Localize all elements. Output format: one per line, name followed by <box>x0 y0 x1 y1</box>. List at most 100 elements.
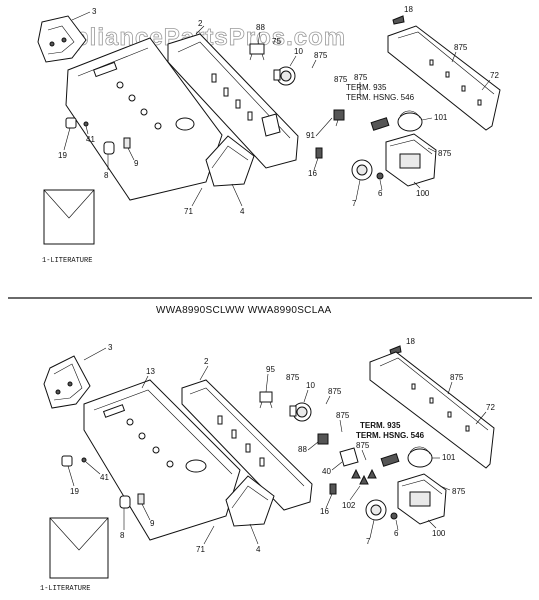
label-875c-b: 875 <box>450 373 464 382</box>
label-7b: 7 <box>366 537 371 546</box>
label-16b: 16 <box>320 507 329 516</box>
literature-label-top: 1-LITERATURE <box>42 257 92 265</box>
label-2: 2 <box>198 19 203 28</box>
grommet-16-part[interactable] <box>315 147 323 159</box>
label-19: 19 <box>58 151 67 160</box>
label-875a-b: 875 <box>286 373 300 382</box>
top-assembly: 3 2 88 75 <box>37 5 501 265</box>
label-18: 18 <box>404 5 413 14</box>
label-18b: 18 <box>406 337 415 346</box>
label-2b: 2 <box>204 357 209 366</box>
label-71: 71 <box>184 207 193 216</box>
label-71b: 71 <box>196 545 205 554</box>
label-term-hsng: TERM. HSNG. 546 <box>346 93 415 102</box>
label-8: 8 <box>104 171 109 180</box>
literature-envelope-1[interactable] <box>43 189 95 245</box>
timer-housing-100-part[interactable] <box>385 133 437 187</box>
knob-19-part[interactable] <box>65 117 77 129</box>
grommet-16-part-b[interactable] <box>329 483 337 495</box>
label-875f-b: 875 <box>452 487 466 496</box>
label-91: 91 <box>306 131 315 140</box>
label-875b: 875 <box>454 43 468 52</box>
switch-88-part[interactable] <box>249 43 265 61</box>
control-panel-part-b[interactable] <box>83 379 241 541</box>
button-9-part-b[interactable] <box>137 493 145 505</box>
bottom-assembly: 3 13 2 95 875 <box>40 337 495 593</box>
timer-housing-100-part-b[interactable] <box>397 473 447 525</box>
label-95: 95 <box>266 365 275 374</box>
nut-6-part[interactable] <box>376 172 384 180</box>
label-6: 6 <box>378 189 383 198</box>
label-10: 10 <box>294 47 303 56</box>
nut-6-part-b[interactable] <box>390 512 398 520</box>
label-8b: 8 <box>120 531 125 540</box>
button-9-part[interactable] <box>123 137 131 149</box>
rear-panel-72-part-b[interactable] <box>369 351 495 469</box>
timer-10-part[interactable] <box>273 66 296 86</box>
control-panel-part[interactable] <box>65 37 223 201</box>
label-41: 41 <box>86 135 95 144</box>
label-13: 13 <box>146 367 155 376</box>
label-9: 9 <box>134 159 139 168</box>
label-3: 3 <box>92 7 97 16</box>
label-4b: 4 <box>256 545 261 554</box>
console-bracket-part[interactable] <box>167 33 299 169</box>
label-7: 7 <box>352 199 357 208</box>
clip-41-part[interactable] <box>83 121 89 127</box>
knob-19-part-b[interactable] <box>61 455 73 467</box>
label-term: TERM. 935 <box>346 83 387 92</box>
label-10b: 10 <box>306 381 315 390</box>
label-88b: 88 <box>298 445 307 454</box>
label-3b: 3 <box>108 343 113 352</box>
rear-panel-72-part[interactable] <box>387 25 501 131</box>
end-cap-4-part-b[interactable] <box>225 475 275 527</box>
label-101b: 101 <box>442 453 456 462</box>
label-4: 4 <box>240 207 245 216</box>
label-875c: 875 <box>354 73 368 82</box>
clip-41-part-b[interactable] <box>81 457 87 463</box>
label-40: 40 <box>322 467 331 476</box>
motor-101-part[interactable] <box>397 110 423 132</box>
label-88: 88 <box>256 23 265 32</box>
label-875d: 875 <box>334 75 348 84</box>
button-8-part-b[interactable] <box>119 495 131 509</box>
label-75: 75 <box>272 37 281 46</box>
label-100: 100 <box>416 189 430 198</box>
harness-102-part[interactable] <box>351 468 377 485</box>
motor-101-part-b[interactable] <box>407 446 433 468</box>
label-875e-b: 875 <box>356 441 370 450</box>
label-6b: 6 <box>394 529 399 538</box>
knob-7-part-b[interactable] <box>365 499 387 521</box>
label-875e: 875 <box>438 149 452 158</box>
switch-88-part-b[interactable] <box>317 433 329 445</box>
switch-40-part[interactable] <box>339 447 359 467</box>
screw-18-b[interactable] <box>389 345 402 355</box>
literature-envelope-2[interactable] <box>49 517 109 579</box>
label-term-hsng-b: TERM. HSNG. 546 <box>356 431 425 440</box>
label-term-b: TERM. 935 <box>360 421 401 430</box>
model-heading: WWA8990SCLWW WWA8990SCLAA <box>156 305 332 316</box>
end-cap-part[interactable] <box>37 15 87 63</box>
end-cap-part-b[interactable] <box>43 355 91 409</box>
knob-7-part[interactable] <box>351 159 373 181</box>
console-bracket-part-b[interactable] <box>181 379 313 511</box>
label-875b-b: 875 <box>328 387 342 396</box>
switch-95-part[interactable] <box>259 391 273 409</box>
button-8-part[interactable] <box>103 141 115 155</box>
label-72: 72 <box>490 71 499 80</box>
screw-18[interactable] <box>392 15 405 25</box>
label-19b: 19 <box>70 487 79 496</box>
label-72b: 72 <box>486 403 495 412</box>
end-cap-4-part[interactable] <box>205 135 255 187</box>
switch-91-part[interactable] <box>333 109 345 127</box>
terminal-housing-part-b[interactable] <box>380 453 400 467</box>
label-16: 16 <box>308 169 317 178</box>
terminal-housing-part[interactable] <box>370 117 390 131</box>
label-875a: 875 <box>314 51 328 60</box>
timer-10-part-b[interactable] <box>289 402 312 422</box>
label-102: 102 <box>342 501 356 510</box>
label-9b: 9 <box>150 519 155 528</box>
label-875d-b: 875 <box>336 411 350 420</box>
label-100b: 100 <box>432 529 446 538</box>
